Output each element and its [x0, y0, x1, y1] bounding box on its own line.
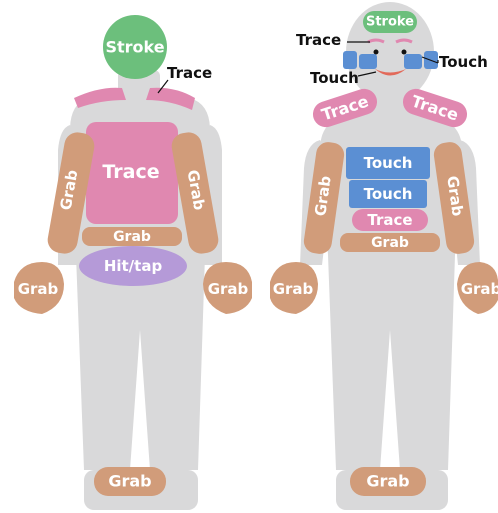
- waist-label: Grab: [113, 229, 151, 245]
- right-fig-waist-label: Grab: [371, 235, 409, 251]
- chest-label: Trace: [102, 161, 159, 183]
- left-head-label: Stroke: [105, 38, 164, 57]
- left-figure: Stroke Trace Trace Grab Grab Grab Hit/ta…: [14, 15, 252, 510]
- chest-lower-label: Touch: [364, 185, 413, 203]
- right-hand-label: Grab: [208, 280, 249, 298]
- left-nose-touch-zone[interactable]: [359, 54, 377, 69]
- belly-label: Trace: [367, 211, 412, 229]
- brow-callout-label: Trace: [296, 31, 341, 49]
- head-stroke-label: Stroke: [366, 15, 414, 30]
- mouth-callout-label: Touch: [310, 69, 359, 87]
- right-nose-touch-zone[interactable]: [404, 54, 422, 69]
- right-fig-ankle-label: Grab: [366, 472, 409, 491]
- ankle-label: Grab: [108, 472, 151, 491]
- shoulder-callout-label: Trace: [167, 64, 212, 82]
- left-hand-label: Grab: [18, 280, 59, 298]
- right-fig-right-hand-label: Grab: [461, 280, 498, 298]
- left-eye: [374, 50, 379, 55]
- right-fig-left-hand-label: Grab: [273, 280, 314, 298]
- right-figure: Stroke Trace Touch Touch Trace Trace Tou…: [270, 2, 498, 510]
- chest-upper-label: Touch: [364, 154, 413, 172]
- pelvis-label: Hit/tap: [104, 257, 163, 275]
- right-eye: [402, 50, 407, 55]
- cheek-callout-label: Touch: [439, 53, 488, 71]
- left-cheek-touch-zone[interactable]: [343, 51, 357, 69]
